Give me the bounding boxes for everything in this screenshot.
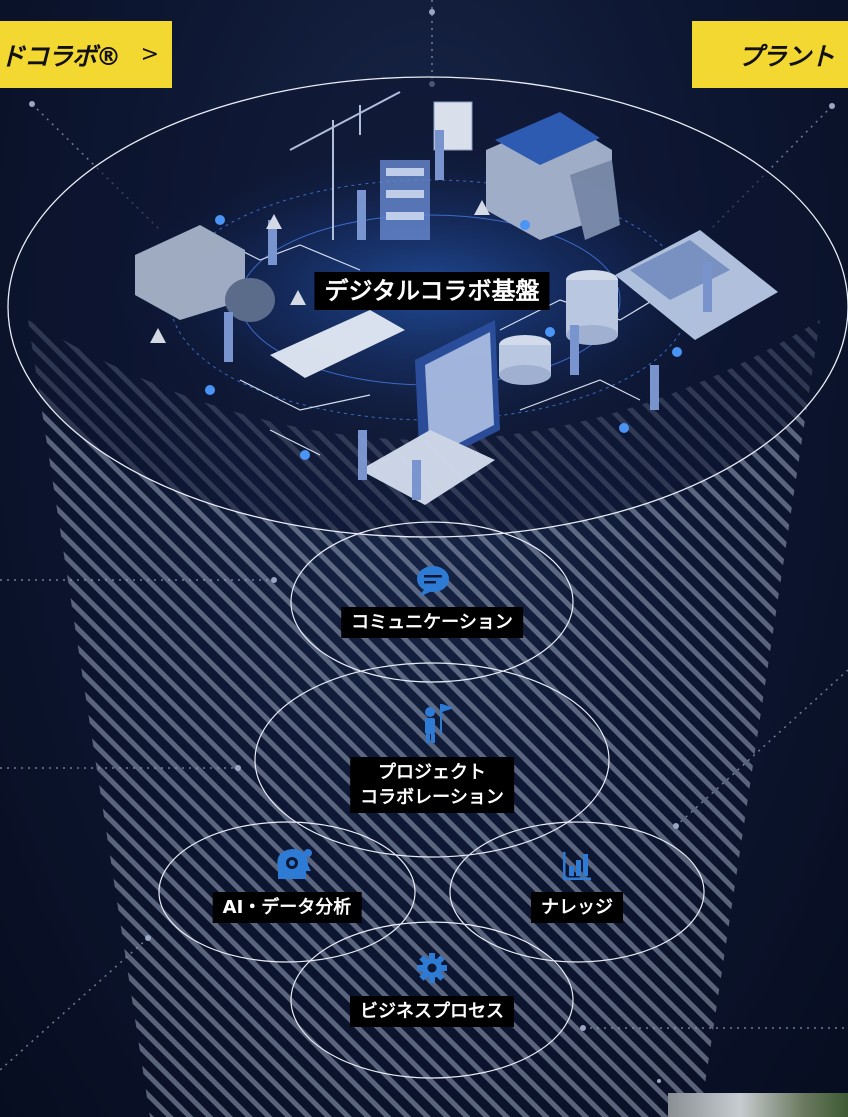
feature-label-project-line1: プロジェクト (377, 762, 486, 783)
chevron-right-icon: > (140, 42, 159, 67)
feature-label-project-collaboration: プロジェクト コラボレーション (350, 757, 514, 813)
gear-icon (417, 953, 447, 983)
feature-label-knowledge: ナレッジ (531, 892, 623, 923)
ellipse-project (254, 662, 610, 858)
ellipse-business (290, 921, 574, 1079)
ellipse-knowledge (449, 821, 705, 963)
plant-link-button[interactable]: プラント (692, 21, 848, 88)
ellipse-ai (158, 821, 416, 963)
photo-thumbnail (668, 1093, 848, 1117)
chat-bubble-icon (417, 566, 449, 597)
ellipse-communication (290, 521, 574, 683)
feature-label-business-process: ビジネスプロセス (350, 996, 514, 1027)
docollabo-logo-text: ドコラボ® (0, 41, 121, 71)
isometric-illustration (135, 91, 778, 505)
ai-head-gear-icon (277, 849, 312, 879)
hub-label: デジタルコラボ基盤 (314, 272, 550, 310)
docollabo-link-button[interactable]: ドコラボ® > (0, 21, 172, 88)
bar-chart-icon (563, 852, 591, 880)
feature-label-ai-data: AI・データ分析 (212, 892, 362, 923)
worker-flag-icon (425, 704, 454, 743)
feature-label-project-line2: コラボレーション (360, 787, 504, 808)
feature-label-communication: コミュニケーション (341, 607, 523, 638)
plant-logo-text: プラント (738, 41, 835, 71)
